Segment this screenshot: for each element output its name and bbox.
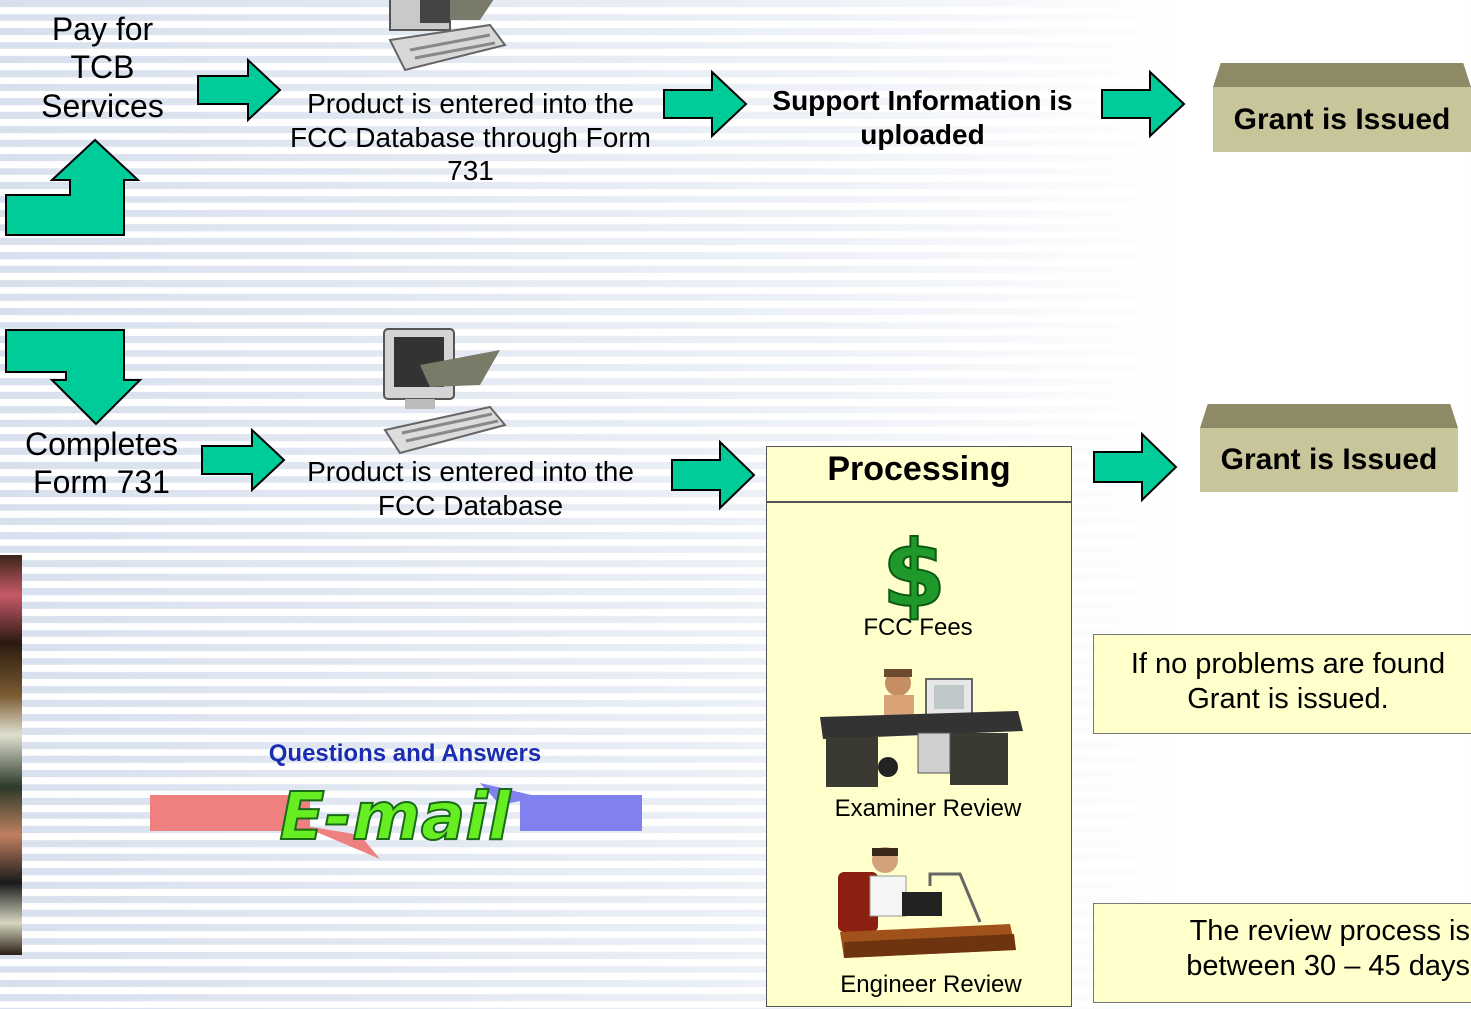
up-turn-arrow	[5, 138, 141, 236]
arrow-right-icon	[1101, 69, 1186, 139]
engineer-review-label: Engineer Review	[840, 971, 1022, 998]
completes-form-label: Completes Form 731	[25, 426, 178, 501]
no-problems-text: If no problems are found Grant is issued…	[1130, 648, 1446, 715]
email-logo-icon[interactable]: E-mail	[150, 775, 645, 860]
questions-answers-link[interactable]: Questions and Answers	[268, 740, 542, 767]
grant-issued-bottom: Grant is Issued	[1200, 428, 1458, 492]
computer-icon	[388, 0, 507, 72]
arrow-right-icon	[663, 69, 748, 139]
arrow-right-icon	[201, 427, 286, 493]
engineer-desk-icon	[838, 847, 1016, 958]
email-logo-text: E-mail	[279, 778, 511, 855]
review-time-text: The review process is between 30 – 45 da…	[1186, 915, 1470, 982]
processing-title: Processing	[827, 450, 1011, 488]
fcc-fees-label: FCC Fees	[863, 614, 973, 641]
pay-tcb-label: Pay for TCB Services	[41, 11, 164, 124]
computer-icon	[383, 328, 507, 455]
grant-box-top-edge	[1200, 404, 1458, 428]
grant-box-top-edge	[1213, 63, 1471, 87]
dollar-icon: $	[881, 520, 947, 629]
support-uploaded-label: Support Information is uploaded	[772, 85, 1073, 150]
arrow-right-icon	[1093, 431, 1178, 503]
down-arrow	[5, 329, 143, 426]
grant-issued-top: Grant is Issued	[1213, 87, 1471, 152]
arrow-right-icon	[197, 57, 282, 123]
svg-text:$: $	[882, 521, 946, 628]
photo-strip	[0, 555, 22, 955]
examiner-review-label: Examiner Review	[834, 795, 1022, 822]
examiner-desk-icon	[820, 669, 1023, 787]
entered-bottom-label: Product is entered into the FCC Database	[307, 456, 634, 521]
entered-top-label: Product is entered into the FCC Database…	[289, 88, 652, 187]
arrow-right-icon	[671, 439, 756, 511]
review-time-note	[1093, 903, 1471, 1003]
no-problems-note	[1093, 634, 1471, 734]
processing-header	[766, 446, 1072, 502]
